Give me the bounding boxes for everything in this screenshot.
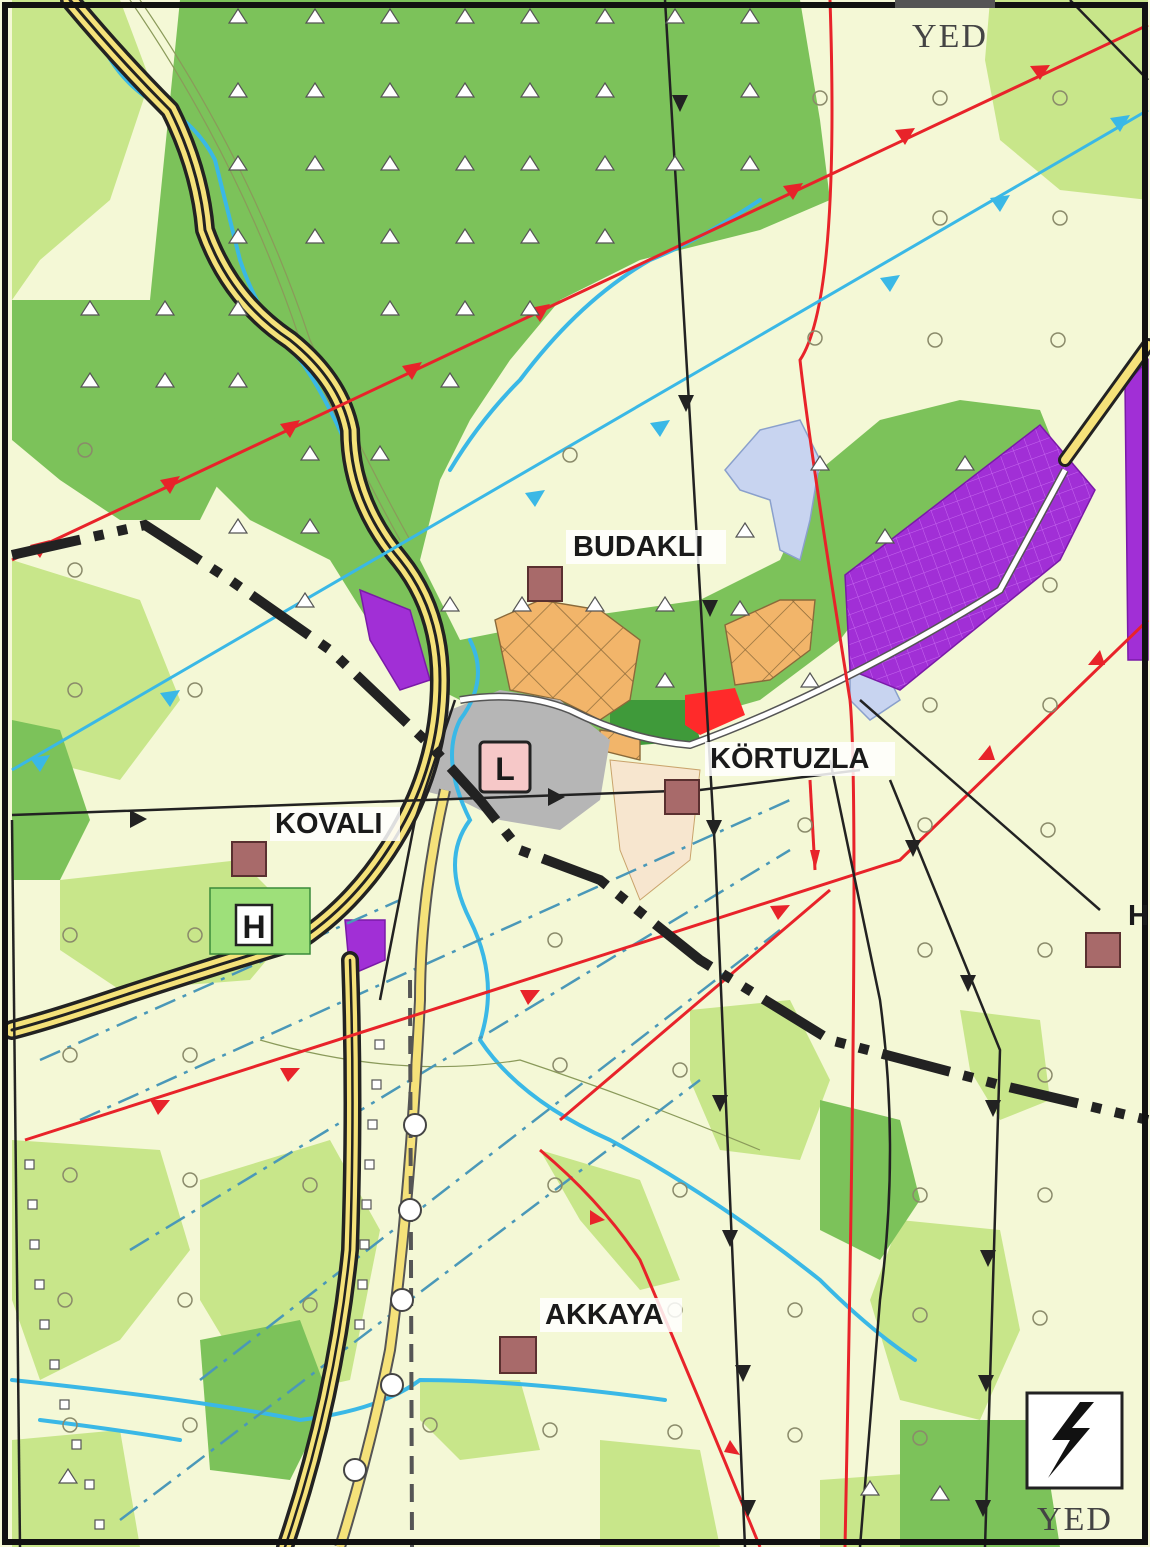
residential-zones — [494, 599, 816, 761]
label-kortuzla[interactable]: KÖRTUZLA — [710, 742, 870, 775]
top-legend-text: YED — [912, 18, 988, 55]
red-zone — [685, 688, 745, 735]
power-line-arrows — [30, 65, 1105, 1455]
rail-stations — [343, 1113, 427, 1482]
local-road — [459, 468, 1069, 750]
bottom-legend-text: YED — [1037, 1501, 1113, 1538]
district-boundary — [10, 519, 1150, 1125]
label-h-edge[interactable]: H — [1128, 900, 1149, 932]
top-legend: YED — [895, 0, 995, 55]
logistics-letter: L — [495, 751, 515, 787]
admin-lines-thin — [10, 0, 1149, 1547]
village-marker-kovali[interactable] — [231, 841, 267, 877]
power-legend[interactable]: YED — [1025, 1391, 1124, 1538]
power-lines-blue — [11, 108, 1149, 772]
hospital-symbol[interactable]: H — [209, 887, 311, 955]
logistics-symbol[interactable]: L — [478, 740, 532, 794]
forest-areas — [12, 0, 1060, 1547]
canal-lines — [39, 798, 791, 1521]
lightning-icon — [1048, 1402, 1094, 1478]
railway — [334, 788, 451, 1547]
hospital-letter: H — [242, 909, 265, 945]
power-lines-red — [11, 0, 1150, 1547]
power-line-blue-arrows — [30, 115, 1130, 772]
village-markers — [231, 566, 1121, 1374]
agriculture-symbols — [57, 90, 1068, 1446]
label-akkaya[interactable]: AKKAYA — [545, 1299, 664, 1331]
village-marker-akkaya[interactable] — [499, 1336, 537, 1374]
place-labels: BUDAKLI KÖRTUZLA KOVALI AKKAYA H — [270, 530, 1149, 1332]
admin-line-arrows — [130, 95, 1001, 1517]
village-marker-h-edge[interactable] — [1085, 932, 1121, 968]
label-kovali[interactable]: KOVALI — [275, 808, 382, 840]
rail-ties — [24, 1039, 385, 1530]
village-marker-kortuzla[interactable] — [664, 779, 700, 815]
village-marker-budakli[interactable] — [527, 566, 563, 602]
label-budakli[interactable]: BUDAKLI — [573, 531, 704, 563]
